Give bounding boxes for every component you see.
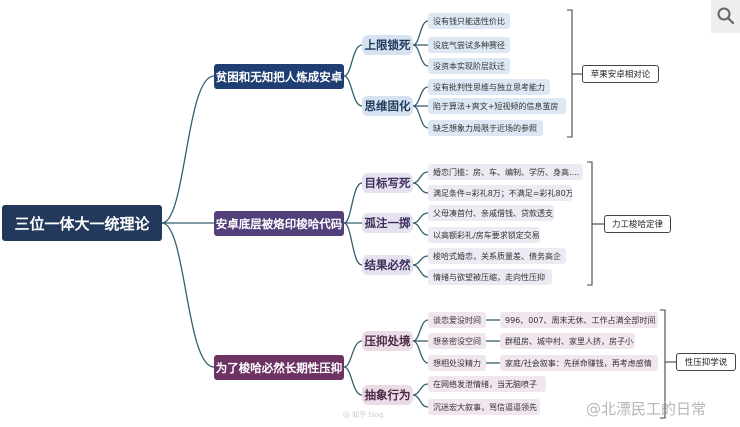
leaf-1-2-2: 陷于算法+爽文+短视频的信息茧房 [428,98,566,114]
group-2-2-node: 孤注一掷 [362,213,413,233]
leaf-3-1-3: 想相处没精力 [428,355,486,371]
group-2-1-node: 目标写死 [362,173,413,193]
summary-box-2: 力工梭哈定律 [604,215,671,233]
leaf-1-1-3: 没资本实现阶层跃迁 [428,58,510,74]
branch-2-node: 安卓底层被烙印梭哈代码 [214,211,344,236]
group-2-3-node: 结果必然 [362,255,413,275]
search-button[interactable] [711,0,740,33]
leaf-3-2-1: 在网络发泄情绪，当无脑喷子 [428,376,546,392]
group-3-1-node: 压抑处境 [362,331,413,351]
detail-3-1-3: 家庭/社会叙事：先拼命赚钱，再考虑感情 [500,355,658,371]
group-3-2-node: 抽象行为 [362,385,413,405]
leaf-3-1-1: 谈恋爱没时间 [428,312,486,328]
watermark-small: @ 知乎 blog [343,411,384,419]
leaf-2-1-1: 婚恋门槛：房、车、编制、学历、身高.... [428,164,583,180]
leaf-1-1-1: 没有钱只能选性价比 [428,13,510,29]
leaf-3-2-2: 沉迷宏大叙事，骂信逼逼领先 [428,399,540,415]
detail-3-1-2: 群租房、城中村、家里人挤，房子小 [500,333,635,349]
root-node: 三位一体大一统理论 [2,205,162,241]
leaf-2-3-1: 梭哈式婚恋，关系质量差、债务高企 [428,248,566,264]
summary-box-3: 性压抑学说 [676,353,736,371]
branch-3-node: 为了梭哈必然长期性压抑 [214,355,344,380]
watermark: @北漂民工的日常 [586,400,707,418]
leaf-2-1-2: 满足条件=彩礼8万；不满足=彩礼80万 [428,185,572,201]
branch-1-node: 贫困和无知把人炼成安卓 [214,64,344,89]
detail-3-1-1: 996、007、周末无休、工作占满全部时间 [500,312,658,328]
leaf-2-2-2: 以高额彩礼/房车要求锁定交易 [428,227,540,243]
leaf-3-1-2: 想亲密没空间 [428,333,486,349]
summary-box-1: 苹果安卓相对论 [582,65,659,83]
leaf-1-1-2: 没底气尝试多种赛径 [428,37,510,53]
search-icon [717,7,735,25]
group-1-1-node: 上限锁死 [362,35,413,55]
leaf-1-2-1: 没有批判性思维与独立思考能力 [428,79,550,95]
leaf-1-2-3: 缺乏想象力局限于近场的参照 [428,120,543,136]
leaf-2-3-2: 情绪与欲望被压缩，走向性压抑 [428,269,552,285]
group-1-2-node: 思维固化 [362,96,413,116]
leaf-2-2-1: 父母凑首付、亲戚借钱、贷款透支 [428,205,554,221]
